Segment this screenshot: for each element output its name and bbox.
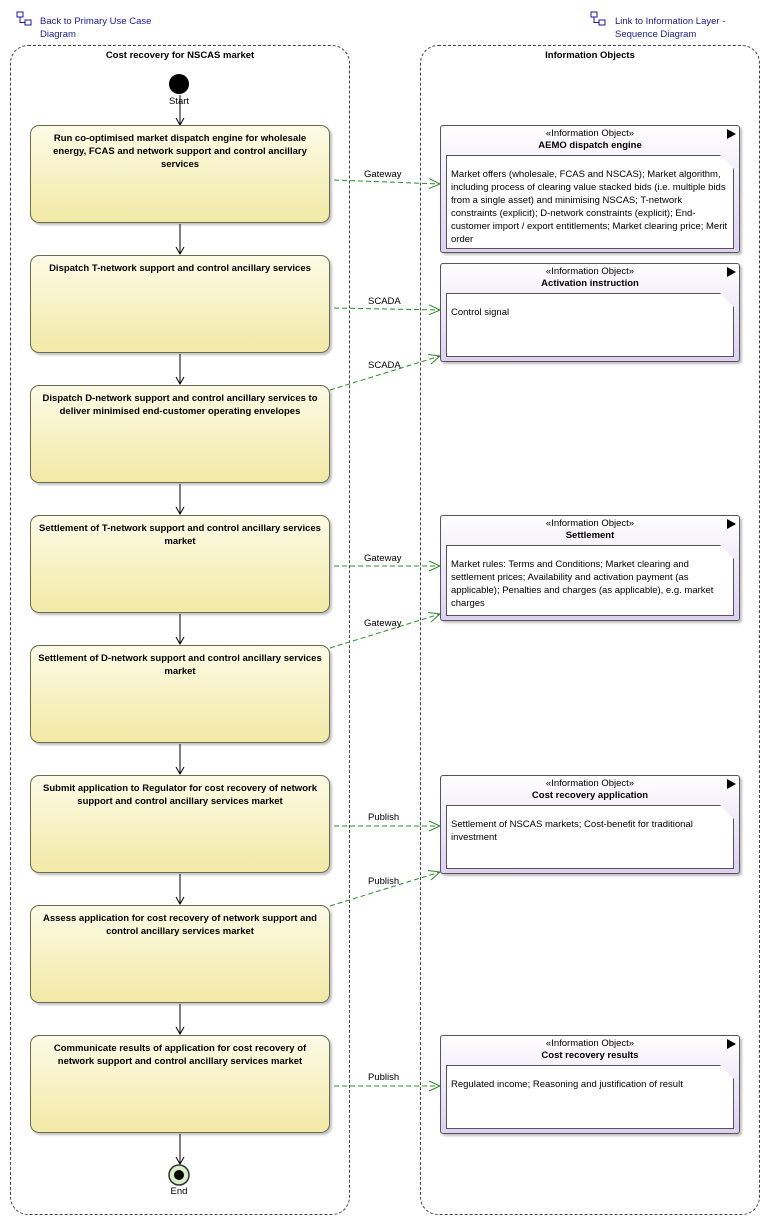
info-object-aemo-dispatch-engine[interactable]: «Information Object» AEMO dispatch engin… <box>440 125 740 253</box>
info-object-note: Market offers (wholesale, FCAS and NSCAS… <box>446 155 734 249</box>
flow-label: Gateway <box>364 169 402 180</box>
action-dispatch-d-network[interactable]: Dispatch D-network support and control a… <box>30 385 330 483</box>
note-text: Market offers (wholesale, FCAS and NSCAS… <box>451 169 728 245</box>
info-object-stereotype: «Information Object» <box>545 128 635 139</box>
flow-label: Gateway <box>364 618 402 629</box>
information-flow <box>333 178 442 190</box>
action-label: Assess application for cost recovery of … <box>43 913 317 937</box>
info-object-settlement[interactable]: «Information Object» Settlement Market r… <box>440 515 740 621</box>
info-object-cost-recovery-application[interactable]: «Information Object» Cost recovery appli… <box>440 775 740 874</box>
flow-label: Publish <box>368 876 400 887</box>
info-object-stereotype: «Information Object» <box>545 1038 635 1049</box>
info-link-text[interactable]: Link to Information Layer - Sequence Dia… <box>615 16 726 40</box>
end-label: End <box>170 1186 188 1197</box>
info-object-stereotype: «Information Object» <box>545 266 635 277</box>
partition-title: Information Objects <box>545 50 635 61</box>
note-text: Regulated income; Reasoning and justific… <box>451 1079 683 1090</box>
note-text: Control signal <box>451 307 510 318</box>
info-object-name: Settlement <box>565 530 615 541</box>
note-text: Market rules: Terms and Conditions; Mark… <box>451 559 714 609</box>
action-settlement-d-network[interactable]: Settlement of D-network support and cont… <box>30 645 330 743</box>
action-settlement-t-network[interactable]: Settlement of T-network support and cont… <box>30 515 330 613</box>
action-label: Dispatch D-network support and control a… <box>42 393 318 417</box>
play-icon <box>727 519 736 529</box>
play-icon <box>727 267 736 277</box>
play-icon <box>727 1039 736 1049</box>
note-text: Settlement of NSCAS markets; Cost-benefi… <box>451 819 693 843</box>
flow-label: SCADA <box>368 360 401 371</box>
info-object-note: Control signal <box>446 293 734 357</box>
diagram-link-icon <box>16 11 32 26</box>
information-flow <box>333 304 442 316</box>
final-node-core <box>174 1170 184 1180</box>
flow-label: Gateway <box>364 553 402 564</box>
start-label: Start <box>168 96 190 107</box>
action-label: Dispatch T-network support and control a… <box>49 263 311 274</box>
back-link-text[interactable]: Back to Primary Use Case Diagram <box>40 16 152 40</box>
info-object-name: Cost recovery results <box>541 1050 639 1061</box>
info-object-note: Market rules: Terms and Conditions; Mark… <box>446 545 734 616</box>
information-flow <box>329 353 442 391</box>
action-label: Submit application to Regulator for cost… <box>43 783 317 807</box>
action-label: Settlement of T-network support and cont… <box>39 523 321 547</box>
flow-label: Publish <box>368 812 400 823</box>
partition-information-objects: Information Objects <box>420 45 760 1215</box>
information-flow <box>329 869 442 907</box>
action-assess-application[interactable]: Assess application for cost recovery of … <box>30 905 330 1003</box>
play-icon <box>727 129 736 139</box>
info-object-note: Settlement of NSCAS markets; Cost-benefi… <box>446 805 734 869</box>
flow-label: SCADA <box>368 296 401 307</box>
information-flow <box>329 611 442 649</box>
info-object-name: Cost recovery application <box>531 790 649 801</box>
info-object-name: Activation instruction <box>541 278 639 289</box>
action-run-dispatch-engine[interactable]: Run co-optimised market dispatch engine … <box>30 125 330 223</box>
info-object-name: AEMO dispatch engine <box>538 140 642 151</box>
diagram-link-icon <box>590 11 606 26</box>
action-label: Run co-optimised market dispatch engine … <box>53 133 307 170</box>
flow-label: Publish <box>368 1072 400 1083</box>
info-object-stereotype: «Information Object» <box>545 778 635 789</box>
action-communicate-results[interactable]: Communicate results of application for c… <box>30 1035 330 1133</box>
action-label: Communicate results of application for c… <box>53 1043 307 1067</box>
initial-node <box>169 74 189 94</box>
action-submit-application[interactable]: Submit application to Regulator for cost… <box>30 775 330 873</box>
info-object-stereotype: «Information Object» <box>545 518 635 529</box>
play-icon <box>727 779 736 789</box>
info-object-cost-recovery-results[interactable]: «Information Object» Cost recovery resul… <box>440 1035 740 1134</box>
partition-title: Cost recovery for NSCAS market <box>105 50 255 61</box>
partition-cost-recovery: Cost recovery for NSCAS market <box>10 45 350 1215</box>
info-object-activation-instruction[interactable]: «Information Object» Activation instruct… <box>440 263 740 362</box>
action-label: Settlement of D-network support and cont… <box>38 653 322 677</box>
info-object-note: Regulated income; Reasoning and justific… <box>446 1065 734 1129</box>
action-dispatch-t-network[interactable]: Dispatch T-network support and control a… <box>30 255 330 353</box>
